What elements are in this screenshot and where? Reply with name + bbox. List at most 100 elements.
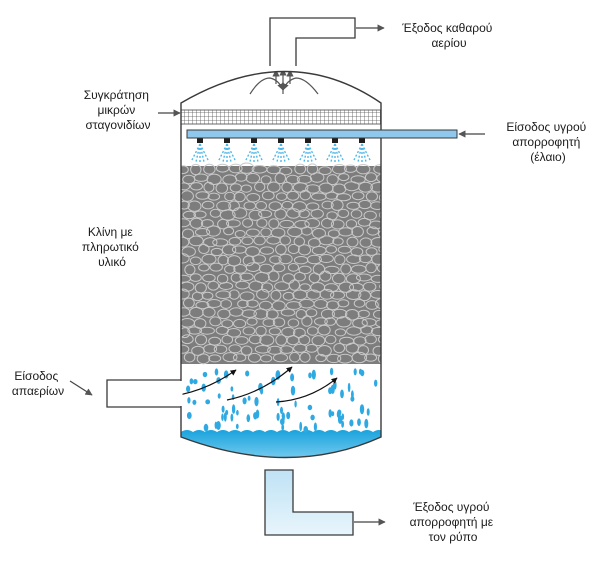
packing-pebble: [223, 226, 235, 236]
packing-pebble: [213, 344, 228, 354]
packing-pebble: [315, 353, 327, 363]
packing-pebble: [242, 218, 254, 228]
droplet: [214, 421, 218, 429]
packing-pebble: [202, 273, 216, 283]
packing-pebble: [220, 299, 233, 309]
packing-pebble: [237, 299, 249, 309]
spray-jet: [334, 143, 345, 163]
packing-pebble: [373, 164, 381, 174]
packing-pebble: [255, 325, 267, 337]
packing-pebble: [261, 282, 274, 293]
packing-pebble: [298, 265, 312, 275]
packing-pebble: [297, 244, 312, 256]
packing-pebble: [260, 175, 272, 185]
packing-pebble: [245, 172, 261, 184]
spray-jet: [226, 143, 232, 163]
packing-pebble: [269, 255, 282, 265]
spray-jet: [253, 143, 264, 163]
packing-pebble: [279, 345, 294, 354]
packing-pebble: [272, 317, 286, 328]
packing-pebble: [324, 283, 339, 293]
packing-pebble: [201, 200, 215, 210]
packing-pebble: [219, 209, 236, 221]
packing-pebble: [209, 316, 222, 327]
packing-pebble: [233, 191, 246, 203]
packing-pebble: [256, 218, 268, 228]
packing-pebble: [200, 219, 214, 228]
packing-pebble: [228, 289, 240, 300]
packing-pebble: [228, 163, 243, 174]
gas-outlet-pipe: [269, 17, 356, 66]
packing-pebble: [293, 271, 306, 282]
droplet: [221, 413, 224, 421]
packing-pebble: [379, 209, 381, 221]
packing-pebble: [234, 230, 246, 238]
packing-pebble: [293, 236, 305, 247]
packing-pebble: [246, 299, 259, 308]
packing-pebble: [346, 254, 362, 265]
outflow-arrows: [249, 71, 319, 95]
packing-pebble: [352, 317, 368, 329]
spray-jet: [307, 143, 318, 163]
packing-pebble: [331, 308, 348, 319]
packing-pebble: [332, 272, 346, 285]
packing-pebble: [181, 288, 190, 300]
packing-pebble: [217, 254, 229, 266]
packing-pebble: [338, 173, 350, 182]
packing-pebble: [245, 246, 260, 257]
packing-pebble: [226, 219, 241, 228]
droplet: [254, 396, 259, 407]
packing-pebble: [353, 336, 367, 346]
spray-jet: [280, 143, 291, 163]
packing-pebble: [321, 200, 334, 210]
packing-pebble: [364, 353, 378, 362]
packing-pebble: [351, 226, 364, 238]
spray-jet: [325, 143, 336, 163]
packing-pebble: [299, 351, 311, 363]
droplet: [359, 404, 365, 415]
packing-pebble: [317, 345, 332, 357]
packing-pebble: [193, 173, 209, 182]
packing-pebble: [351, 351, 368, 364]
spray-jet: [222, 143, 228, 163]
spray-jet: [298, 143, 309, 163]
packing-pebble: [181, 253, 190, 264]
droplet: [307, 404, 313, 411]
droplet: [247, 395, 251, 401]
droplet: [374, 379, 378, 387]
packing-pebble: [379, 192, 381, 204]
packing-pebble: [353, 299, 366, 308]
droplet: [364, 418, 369, 429]
packing-pebble: [242, 326, 256, 336]
packing-pebble: [270, 289, 282, 301]
spray-jet: [253, 143, 259, 163]
packing-pebble: [377, 334, 381, 344]
packing-pebble: [201, 291, 214, 300]
droplet: [360, 369, 365, 377]
droplet: [214, 368, 219, 376]
packing-pebble: [253, 308, 269, 320]
packing-pebble: [287, 243, 300, 255]
packing-pebble: [181, 165, 189, 175]
spray-jet: [249, 143, 255, 163]
absorbent-distributor-pipe: [186, 129, 458, 139]
droplet: [189, 378, 194, 385]
packing-pebble: [278, 253, 293, 265]
droplet: [290, 385, 296, 396]
packing-pebble: [199, 326, 215, 335]
packing-pebble: [337, 299, 350, 308]
droplet: [193, 379, 198, 385]
spray-jet: [334, 143, 340, 163]
packing-pebble: [311, 335, 326, 347]
spray-jet: [276, 143, 282, 163]
packing-pebble: [268, 201, 283, 212]
packing-pebble: [350, 247, 364, 257]
packing-pebble: [248, 334, 262, 345]
packing-pebble: [181, 200, 190, 210]
packing-pebble: [203, 237, 218, 248]
spray-nozzle: [305, 138, 311, 143]
packing-pebble: [344, 309, 360, 321]
packing-pebble: [275, 244, 287, 255]
droplet: [221, 405, 225, 413]
packing-pebble: [203, 181, 215, 193]
